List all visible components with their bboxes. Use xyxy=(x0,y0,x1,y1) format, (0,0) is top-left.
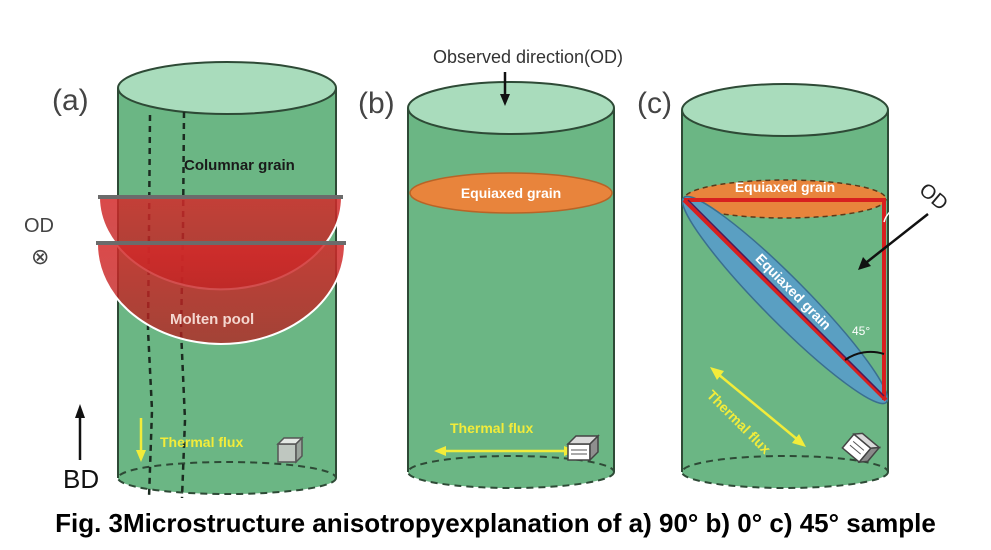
angle-label-top: 45° xyxy=(890,203,910,223)
cylinder-c-top xyxy=(681,83,889,137)
thermal-flux-arrow-a-head xyxy=(136,450,146,462)
observed-direction-label: Observed direction(OD) xyxy=(433,47,623,67)
molten-pool-lower xyxy=(95,243,347,345)
sample-cube-icon xyxy=(841,432,882,464)
bd-arrow-head xyxy=(75,404,85,418)
panel-b: Equiaxed grain (b) Observed direction(OD… xyxy=(358,47,623,489)
figure-caption: Fig. 3Microstructure anisotropyexplanati… xyxy=(55,508,936,538)
panel-a: (a) Columnar grain Molten pool OD ⊗ BD T… xyxy=(24,61,347,499)
equiaxed-grain-label-c-top: Equiaxed grain xyxy=(735,179,835,195)
panel-a-label: (a) xyxy=(52,84,89,117)
cylinder-b-bottom xyxy=(407,455,615,489)
angle-label-mid: 45° xyxy=(852,324,870,338)
od-arrow-c-head xyxy=(858,257,871,270)
observed-direction-arrow-head xyxy=(500,94,510,106)
columnar-grain-label: Columnar grain xyxy=(184,157,295,174)
red-diagonal-line xyxy=(682,198,888,402)
columnar-grain-boundary xyxy=(179,111,187,499)
od-into-page-icon: ⊗ xyxy=(31,244,49,269)
panel-c-label: (c) xyxy=(637,87,672,120)
equiaxed-grain-b xyxy=(409,172,613,214)
angle-arc-mid xyxy=(844,350,885,361)
cylinder-b-body xyxy=(408,108,614,472)
od-label-a: OD xyxy=(24,215,54,237)
thermal-flux-arrow-c xyxy=(717,373,799,441)
od-label-c: OD xyxy=(915,179,952,215)
panel-c: Equiaxed grain Equiaxed grain 45° 45° OD… xyxy=(637,83,952,489)
cylinder-a-top xyxy=(117,61,337,115)
molten-pool-label: Molten pool xyxy=(170,311,254,328)
thermal-flux-label-a: Thermal flux xyxy=(160,434,243,450)
od-arrow-c xyxy=(866,213,929,263)
angle-arc-top xyxy=(883,206,899,223)
equiaxed-grain-label-b: Equiaxed grain xyxy=(461,185,561,201)
sample-cube-icon xyxy=(276,436,304,464)
cylinder-b-top xyxy=(407,81,615,135)
thermal-flux-label-b: Thermal flux xyxy=(450,420,533,436)
panel-b-label: (b) xyxy=(358,87,395,120)
columnar-grain-boundary xyxy=(146,114,154,499)
sample-cube-icon xyxy=(566,434,600,462)
bd-label: BD xyxy=(63,464,99,494)
